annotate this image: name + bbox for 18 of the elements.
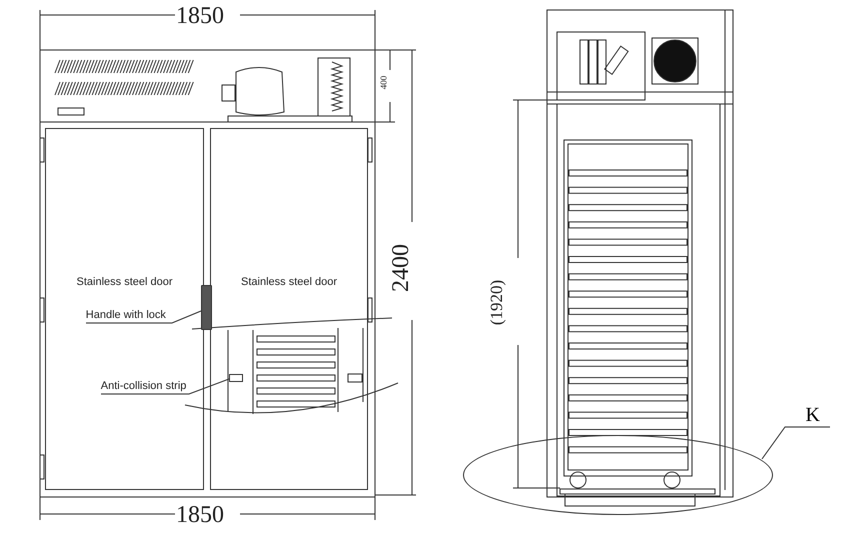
- dimension-label: 1850: [176, 4, 224, 28]
- door-label: Stainless steel door: [240, 276, 338, 288]
- leader-line: [762, 426, 830, 460]
- detail-ellipse: [463, 435, 773, 515]
- callout-text: Anti-collision strip: [100, 378, 191, 394]
- dimension-label: 1850: [176, 503, 224, 527]
- dimension-label: 400: [379, 76, 388, 90]
- door-label: Stainless steel door: [76, 276, 174, 288]
- door-handle: [201, 285, 212, 330]
- dimension-label: (1920): [488, 280, 506, 326]
- door-panel: [210, 128, 368, 490]
- leader-line: [100, 378, 230, 394]
- leader-line: [86, 310, 202, 324]
- callout-text: Handle with lock: [86, 308, 174, 323]
- dimension-label: 2400: [389, 244, 413, 292]
- anti-collision-strip: [228, 374, 243, 382]
- door-panel: [45, 128, 204, 490]
- detail-letter: K: [785, 404, 830, 427]
